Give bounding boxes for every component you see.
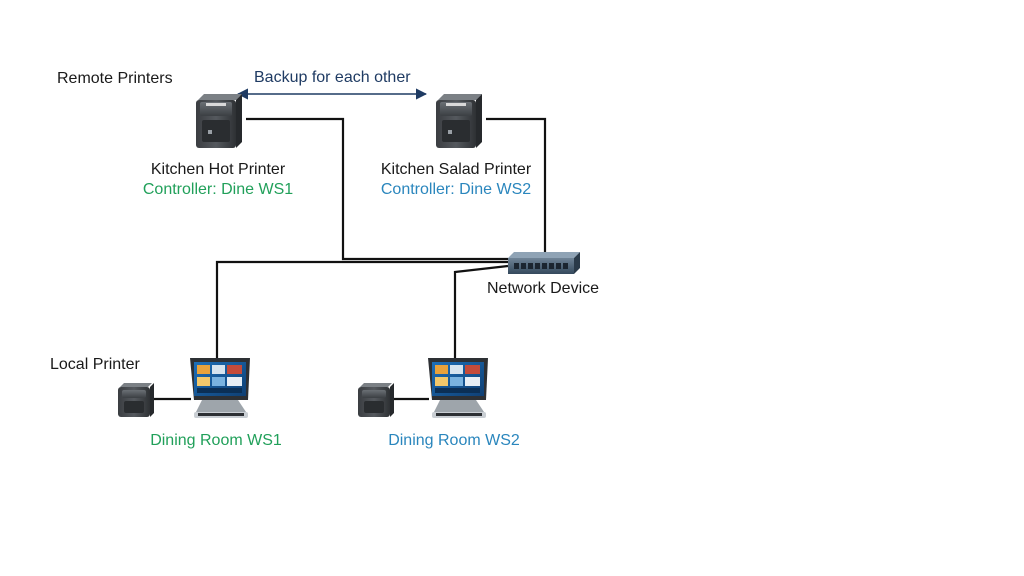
- local-printer-label: Local Printer: [50, 356, 140, 373]
- pos-terminal-icon: [428, 358, 488, 418]
- wire-salad-printer: [486, 117, 547, 256]
- receipt-printer-icon: [196, 94, 242, 148]
- kitchen-salad-printer-label: Kitchen Salad Printer: [380, 161, 532, 178]
- kitchen-hot-printer-label: Kitchen Hot Printer: [150, 161, 286, 178]
- wire-ws2: [453, 264, 509, 370]
- wire-ws1: [215, 260, 508, 370]
- receipt-printer-icon: [118, 383, 154, 417]
- kitchen-salad-controller-label: Controller: Dine WS2: [380, 181, 532, 198]
- dining-room-ws2-label: Dining Room WS2: [388, 432, 520, 449]
- pos-terminal-icon: [190, 358, 250, 418]
- receipt-printer-icon: [358, 383, 394, 417]
- kitchen-hot-controller-label: Controller: Dine WS1: [142, 181, 294, 198]
- wire-hot-printer: [246, 117, 508, 261]
- remote-printers-label: Remote Printers: [57, 70, 173, 87]
- receipt-printer-icon: [436, 94, 482, 148]
- backup-note-label: Backup for each other: [254, 69, 411, 86]
- network-switch-icon: [508, 252, 580, 274]
- network-device-label: Network Device: [487, 280, 600, 297]
- dining-room-ws1-label: Dining Room WS1: [150, 432, 282, 449]
